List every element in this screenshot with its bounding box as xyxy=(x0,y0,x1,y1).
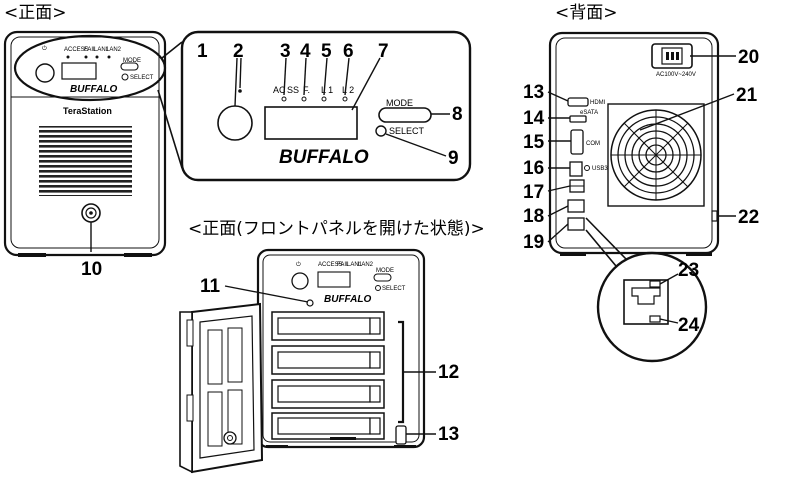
inset-label-lan2: L 2 xyxy=(342,85,354,95)
callout-16: 16 xyxy=(523,158,544,179)
callout-5: 5 xyxy=(321,41,332,62)
drive-bays xyxy=(271,311,385,440)
svg-text:FAIL: FAIL xyxy=(337,262,350,268)
callout-3: 3 xyxy=(280,41,291,62)
callout-13-front: 13 xyxy=(438,424,459,445)
svg-text:⏻: ⏻ xyxy=(296,261,301,268)
inset-power-button xyxy=(217,105,253,141)
front-panel-inset: AC SS F. L 1 L 2 MODE SELECT BUFFALO xyxy=(180,30,472,182)
inset-label-ss: SS xyxy=(287,85,299,95)
callout-4: 4 xyxy=(300,41,311,62)
front-lcd xyxy=(61,62,97,80)
title-front: <正面> xyxy=(4,3,67,23)
com-port xyxy=(570,129,584,155)
inset-select-button xyxy=(375,125,387,137)
svg-text:COM: COM xyxy=(586,141,600,147)
inset-lcd xyxy=(264,106,358,140)
callout-10: 10 xyxy=(81,259,102,280)
inset-label-ac: AC xyxy=(273,85,286,95)
inset-label-fail: F. xyxy=(303,85,310,95)
callout-8: 8 xyxy=(452,104,463,125)
front-label-lan1: LAN1 xyxy=(94,47,110,53)
security-slot xyxy=(711,210,718,222)
callout-2: 2 xyxy=(233,41,244,62)
front-label-access: ACCESS xyxy=(64,47,89,53)
callout-24: 24 xyxy=(678,315,700,336)
svg-text:USB3: USB3 xyxy=(592,166,608,172)
callout-7: 7 xyxy=(378,41,389,62)
title-back: <背面> xyxy=(555,3,618,23)
back-view: AC100V~240V HDMI eSATA COM USB3 xyxy=(547,31,736,267)
lan-led-bottom xyxy=(649,315,661,323)
callout-21: 21 xyxy=(736,85,758,106)
svg-text:eSATA: eSATA xyxy=(580,110,598,116)
callout-6: 6 xyxy=(343,41,354,62)
svg-text:LAN1: LAN1 xyxy=(347,262,363,268)
callout-12: 12 xyxy=(438,362,459,383)
lan-port-zoom xyxy=(596,251,708,363)
callout-15: 15 xyxy=(523,132,545,153)
callout-14: 14 xyxy=(523,108,545,129)
inset-label-mode: MODE xyxy=(386,98,413,108)
svg-text:LAN2: LAN2 xyxy=(358,262,374,268)
svg-text:BUFFALO: BUFFALO xyxy=(324,294,371,305)
inset-brand-logo: BUFFALO xyxy=(279,147,369,168)
esata-port xyxy=(569,115,587,123)
callout-23: 23 xyxy=(678,260,699,281)
usb3-port xyxy=(569,161,583,177)
callout-20: 20 xyxy=(738,47,759,68)
svg-text:HDMI: HDMI xyxy=(590,100,606,106)
svg-text:ACCESS: ACCESS xyxy=(318,262,343,268)
callout-17: 17 xyxy=(523,182,544,203)
inset-label-select: SELECT xyxy=(389,126,425,136)
inset-label-lan1: L 1 xyxy=(321,85,333,95)
hdmi-port xyxy=(567,97,589,107)
lan-led-top xyxy=(649,280,661,288)
callout-22: 22 xyxy=(738,207,759,228)
front-label-fail: FAIL xyxy=(84,47,97,53)
callout-1: 1 xyxy=(197,41,208,62)
lan-port-zoomed xyxy=(623,279,669,325)
svg-text:MODE: MODE xyxy=(376,268,394,274)
front-mode-button xyxy=(120,62,139,71)
svg-text:MODE: MODE xyxy=(123,58,141,64)
callout-19: 19 xyxy=(523,232,544,253)
svg-text:⏻: ⏻ xyxy=(42,45,47,52)
title-front-open: <正面(フロントパネルを開けた状態)> xyxy=(188,219,485,239)
lan2-port xyxy=(567,199,585,213)
front-callout-ellipse xyxy=(13,34,167,102)
front-label-lan2: LAN2 xyxy=(106,47,122,53)
lan1-port xyxy=(567,217,585,231)
callout-18: 18 xyxy=(523,206,544,227)
inset-mode-button xyxy=(378,107,432,123)
front-open-view: ⏻ ACCESS FAIL LAN1 LAN2 MODE SELECT BUFF… xyxy=(179,248,436,474)
front-view: ⏻ ACCESS FAIL LAN1 LAN2 MODE SELECT BUFF… xyxy=(3,30,167,257)
front-brand-logo: BUFFALO xyxy=(70,84,117,95)
front-model-name: TeraStation xyxy=(63,106,112,116)
power-rating-label: AC100V~240V xyxy=(656,72,696,78)
svg-text:SELECT: SELECT xyxy=(130,75,154,81)
svg-text:SELECT: SELECT xyxy=(382,286,406,292)
power-button xyxy=(35,63,55,83)
callout-9: 9 xyxy=(448,148,459,169)
callout-11: 11 xyxy=(200,276,221,297)
front-vent xyxy=(39,126,132,196)
callout-13-back: 13 xyxy=(523,82,544,103)
